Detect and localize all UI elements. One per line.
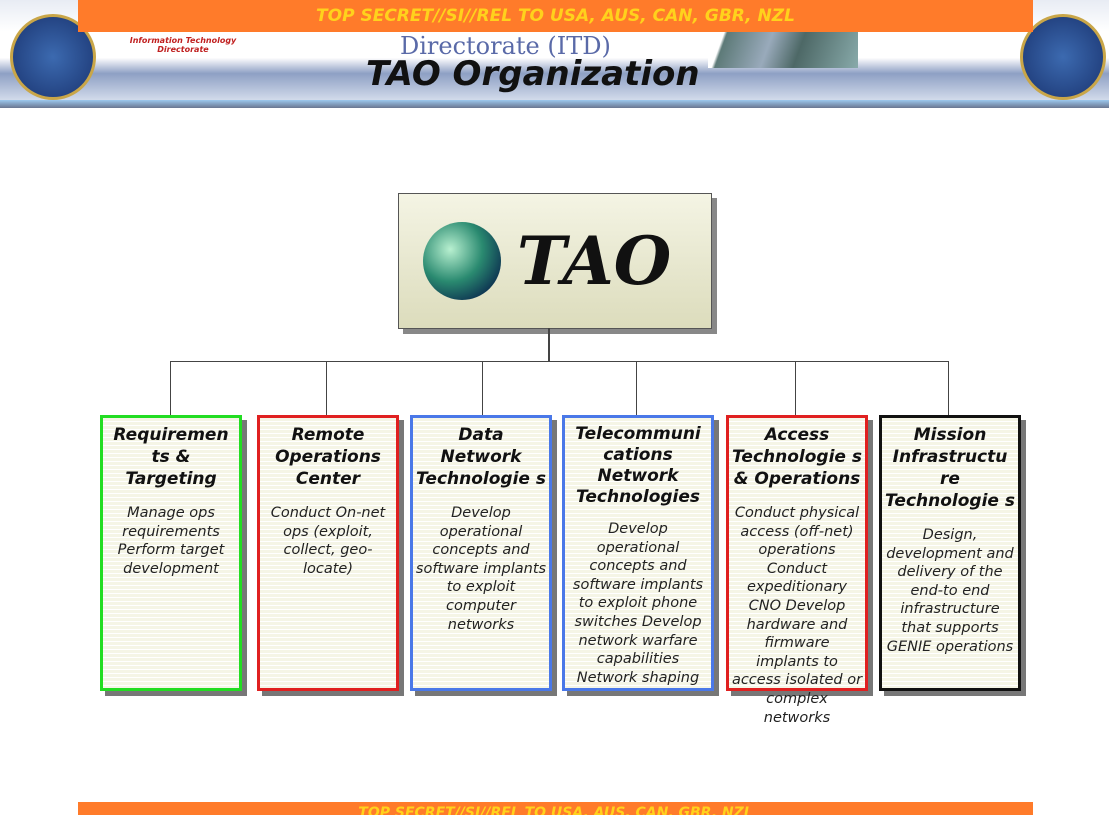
connector-line [548, 328, 550, 362]
globe-icon [423, 222, 501, 300]
header-divider [0, 100, 1109, 108]
unit-title: Access Technologie s & Operations [732, 425, 862, 489]
page-title: TAO Organization [366, 54, 700, 94]
unit-title: Remote Operations Center [275, 425, 381, 489]
unit-desc: Develop operational concepts and softwar… [415, 505, 547, 633]
connector-line [326, 361, 327, 415]
unit-title: Telecommuni cations Network Technologies [575, 424, 701, 507]
nsa-seal [1020, 14, 1106, 100]
unit-desc: Conduct On-net ops (exploit, collect, ge… [270, 505, 386, 577]
classification-banner-top: TOP SECRET//SI//REL TO USA, AUS, CAN, GB… [78, 0, 1033, 32]
unit-desc: Develop operational concepts and softwar… [572, 521, 704, 686]
unit-data-network-technologies: Data Network Technologie s Develop operat… [410, 415, 552, 691]
building-image [708, 32, 858, 68]
itd-logo: Information Technology Directorate [128, 36, 238, 54]
connector-line [170, 361, 948, 362]
unit-telecommunications-network-technologies: Telecommuni cations Network Technologies… [562, 415, 714, 691]
tao-root-box: TAO [398, 193, 712, 329]
unit-title: Data Network Technologie s [416, 425, 546, 489]
unit-desc: Manage ops requirements Perform target d… [117, 505, 225, 577]
connector-line [795, 361, 796, 415]
connector-line [482, 361, 483, 415]
unit-desc: Conduct physical access (off-net) operat… [731, 505, 863, 726]
itd-caption: Information Technology Directorate [129, 36, 237, 54]
directorate-text: Directorate (ITD) [400, 32, 611, 60]
tao-label: TAO [517, 222, 672, 300]
unit-title: Requiremen ts & Targeting [113, 425, 229, 489]
classification-banner-bottom: TOP SECRET//SI//REL TO USA, AUS, CAN, GB… [78, 802, 1033, 815]
unit-title: Mission Infrastructu re Technologie s [885, 425, 1015, 511]
connector-line [636, 361, 637, 415]
unit-desc: Design, development and delivery of the … [886, 527, 1014, 655]
unit-mission-infrastructure-technologies: Mission Infrastructu re Technologie s Des… [879, 415, 1021, 691]
connector-line [948, 361, 949, 415]
connector-line [170, 361, 171, 415]
